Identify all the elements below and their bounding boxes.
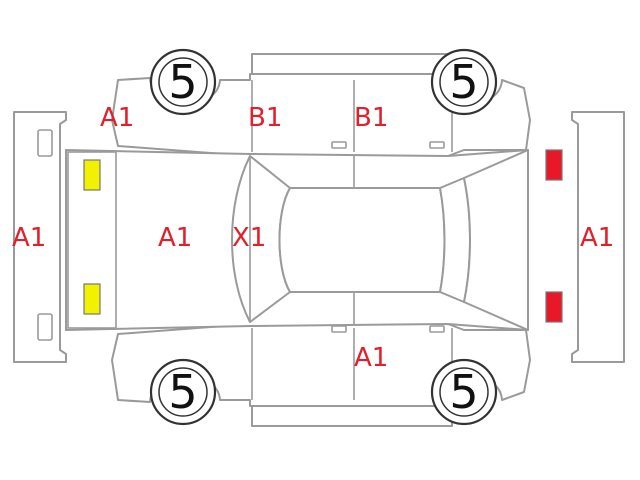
tire-rear-left: 5 bbox=[430, 48, 498, 116]
mark-windshield: X1 bbox=[232, 223, 266, 253]
mark-front-right-door: A1 bbox=[354, 343, 388, 373]
left-roof-rail bbox=[251, 53, 453, 75]
tire-rear-right-number: 5 bbox=[449, 365, 478, 419]
front-left-lamp bbox=[83, 159, 101, 191]
rear-right-lamp bbox=[545, 291, 563, 323]
right-roof-rail bbox=[251, 405, 453, 427]
front-right-lamp bbox=[83, 283, 101, 315]
mark-rear-bumper: A1 bbox=[580, 223, 614, 253]
tire-rear-right: 5 bbox=[430, 358, 498, 426]
mark-hood: A1 bbox=[158, 223, 192, 253]
tire-front-left: 5 bbox=[149, 48, 217, 116]
mark-front-bumper: A1 bbox=[12, 223, 46, 253]
mark-front-left-fender: A1 bbox=[100, 103, 134, 133]
mark-front-left-door: B1 bbox=[248, 103, 282, 133]
top-view-body bbox=[65, 149, 529, 331]
mark-rear-left-door: B1 bbox=[354, 103, 388, 133]
rear-bumper bbox=[571, 111, 625, 363]
tire-front-right-number: 5 bbox=[168, 365, 197, 419]
tire-rear-left-number: 5 bbox=[449, 55, 478, 109]
tire-front-left-number: 5 bbox=[168, 55, 197, 109]
front-bumper bbox=[13, 111, 67, 363]
rear-left-lamp bbox=[545, 149, 563, 181]
tire-front-right: 5 bbox=[149, 358, 217, 426]
